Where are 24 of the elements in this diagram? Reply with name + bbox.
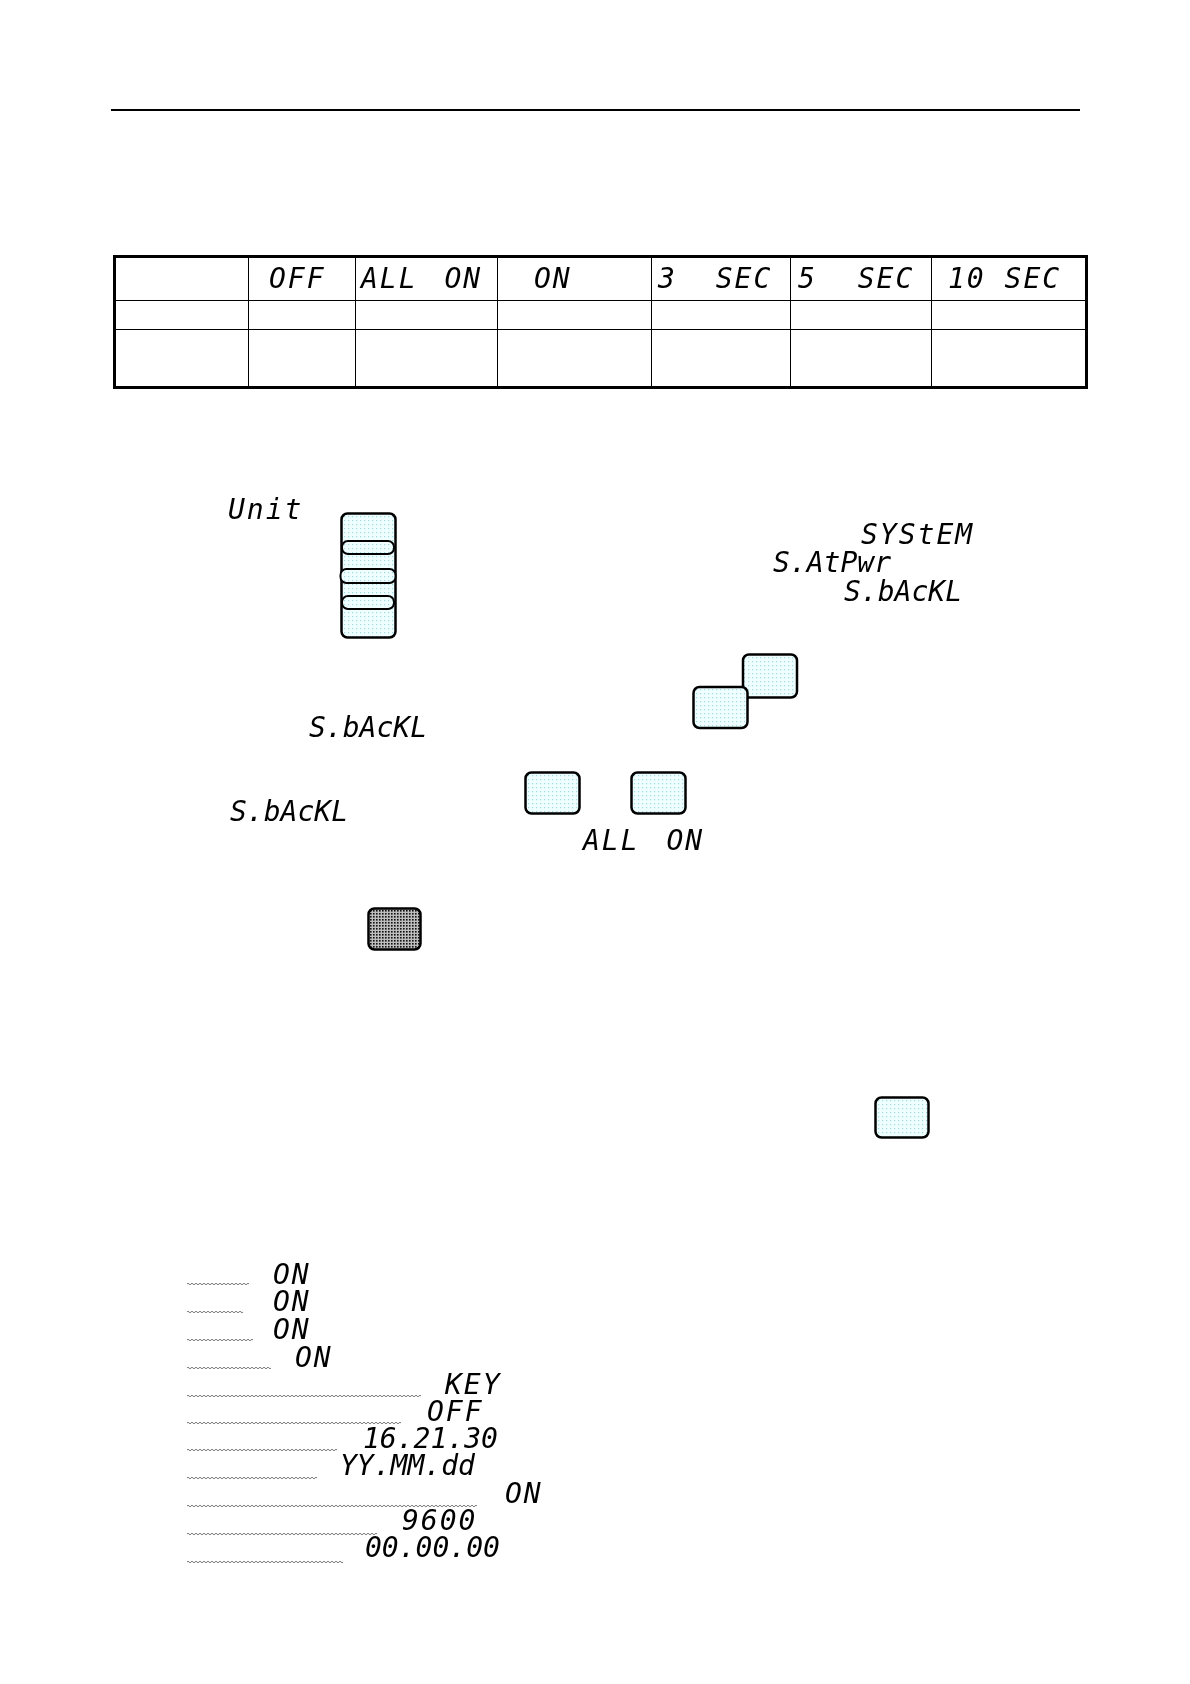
display-text: SYStEM [861, 522, 975, 548]
display-text: 16.21.30 [363, 1426, 498, 1452]
display-text: OFF [427, 1399, 484, 1425]
display-text: Unit [228, 497, 304, 523]
display-text: ON [295, 1345, 333, 1371]
display-text: ON [273, 1289, 311, 1315]
display-text: ON [505, 1481, 543, 1507]
display-text: ALL ON [361, 266, 483, 292]
display-text: S.bAcKL [230, 799, 348, 825]
display-text: 00.00.00 [365, 1535, 500, 1561]
display-text: 5 SEC [798, 266, 915, 292]
display-text: ON [273, 1262, 311, 1288]
display-text: YY.MM.dd [340, 1453, 475, 1479]
display-text: S.bAcKL [309, 715, 427, 741]
display-text: KEY [445, 1372, 502, 1398]
display-text: S.AtPwr [773, 550, 891, 576]
display-text: 3 SEC [658, 266, 773, 292]
display-text: ON [534, 266, 572, 292]
display-text: ALL ON [583, 828, 705, 854]
display-text: OFF [269, 266, 326, 292]
display-text: 9600 [402, 1508, 478, 1534]
display-text: S.bAcKL [844, 579, 962, 605]
display-text: 10 SEC [948, 266, 1062, 292]
display-text: ON [273, 1317, 311, 1343]
